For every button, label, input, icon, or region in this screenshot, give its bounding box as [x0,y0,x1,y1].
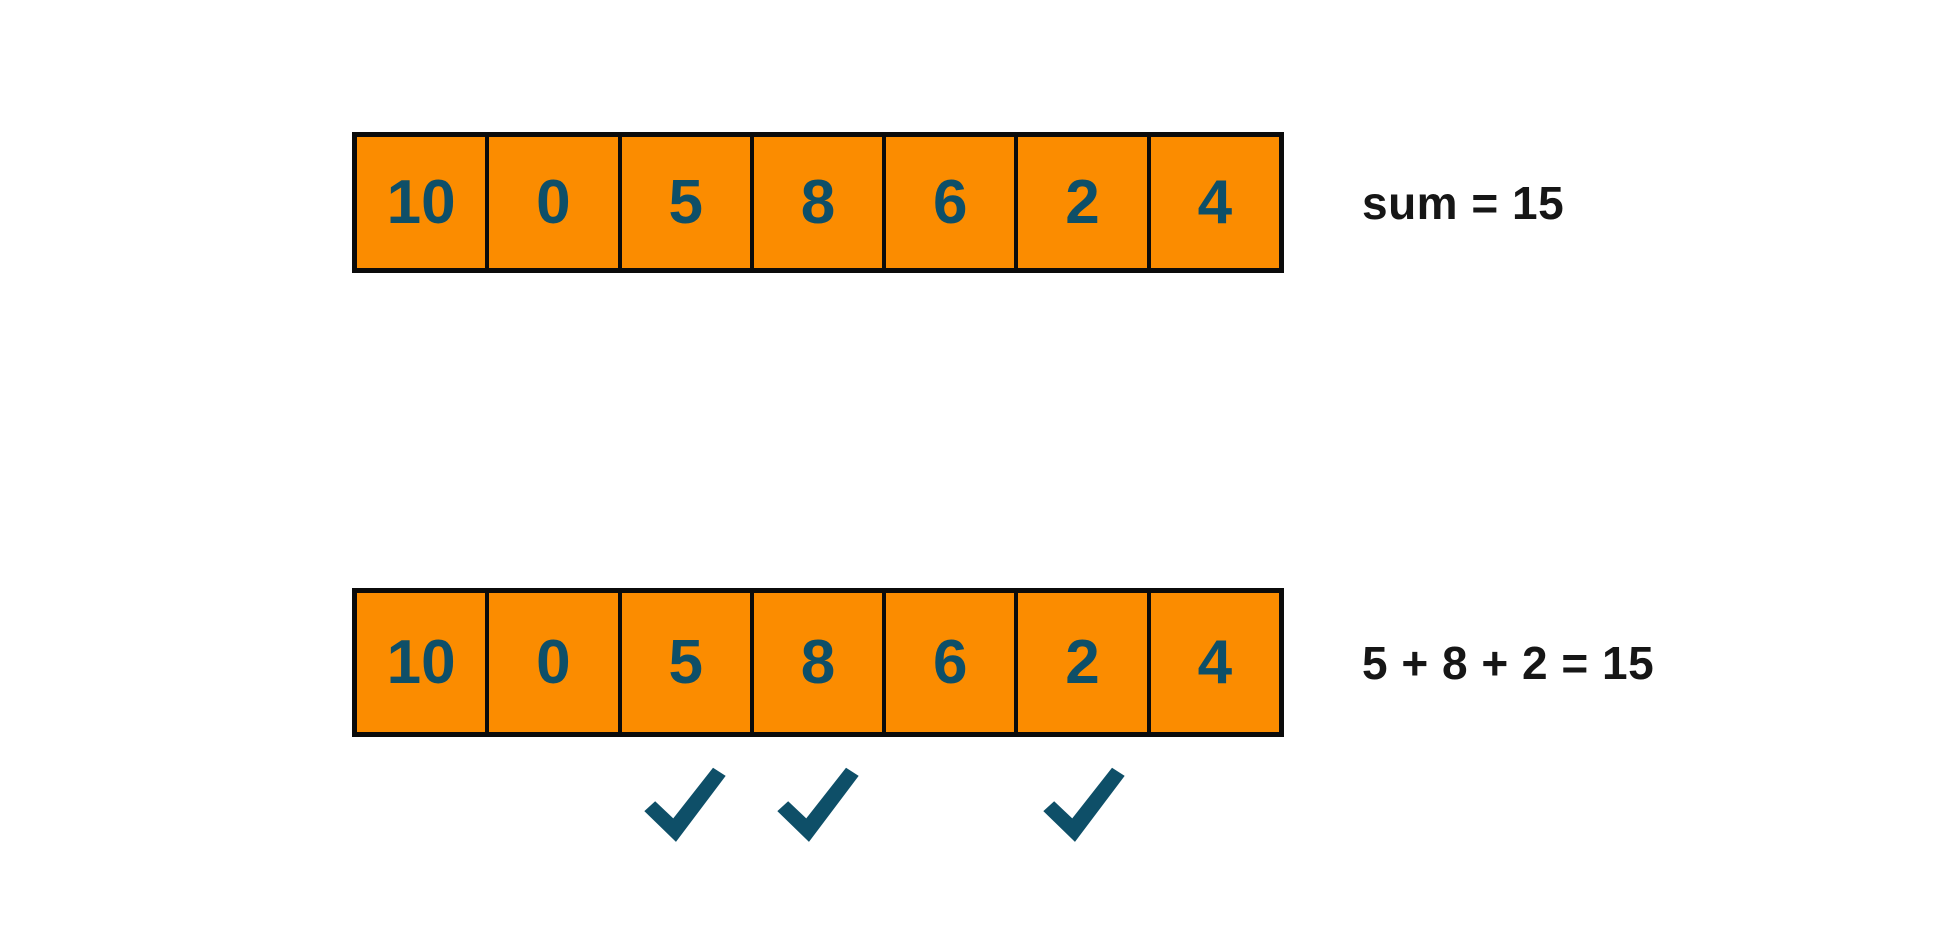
array-cell: 0 [489,593,618,732]
array-cell: 6 [886,137,1015,268]
array-cell: 5 [621,137,750,268]
check-slot [485,748,618,848]
cell-value: 0 [536,167,571,237]
array-cell: 2 [1018,137,1147,268]
check-row [352,748,1284,848]
array-cell: 4 [1150,593,1279,732]
bottom-array: 10 0 5 8 6 2 4 [352,588,1284,737]
check-slot [352,748,485,848]
cell-value: 2 [1065,627,1100,697]
cell-value: 5 [668,167,703,237]
check-slot [1018,748,1151,848]
array-cell: 2 [1018,593,1147,732]
array-cell: 6 [886,593,1015,732]
array-cell: 4 [1150,137,1279,268]
cell-value: 4 [1197,627,1233,697]
check-slot [1151,748,1284,848]
check-icon [1043,767,1125,842]
cell-value: 4 [1197,167,1233,237]
cell-value: 10 [386,167,456,237]
array-cell: 8 [753,137,883,268]
cell-value: 5 [668,627,703,697]
check-icon [777,767,859,842]
array-cell: 10 [357,593,486,732]
check-slot [885,748,1018,848]
cell-value: 8 [800,627,836,697]
cell-value: 6 [933,167,968,237]
cell-value: 10 [386,627,456,697]
array-cell: 0 [489,137,618,268]
bottom-array-equation-label: 5 + 8 + 2 = 15 [1362,636,1655,689]
array-cell: 10 [357,137,486,268]
top-array-sum-label: sum = 15 [1362,176,1565,229]
array-cell: 8 [753,593,883,732]
check-slot [751,748,884,848]
cell-value: 2 [1065,167,1100,237]
cell-value: 0 [536,627,571,697]
cell-value: 8 [800,167,836,237]
top-array: 10 0 5 8 6 2 4 [352,132,1284,273]
check-slot [618,748,751,848]
cell-value: 6 [933,627,968,697]
check-icon [644,767,726,842]
array-cell: 5 [621,593,750,732]
